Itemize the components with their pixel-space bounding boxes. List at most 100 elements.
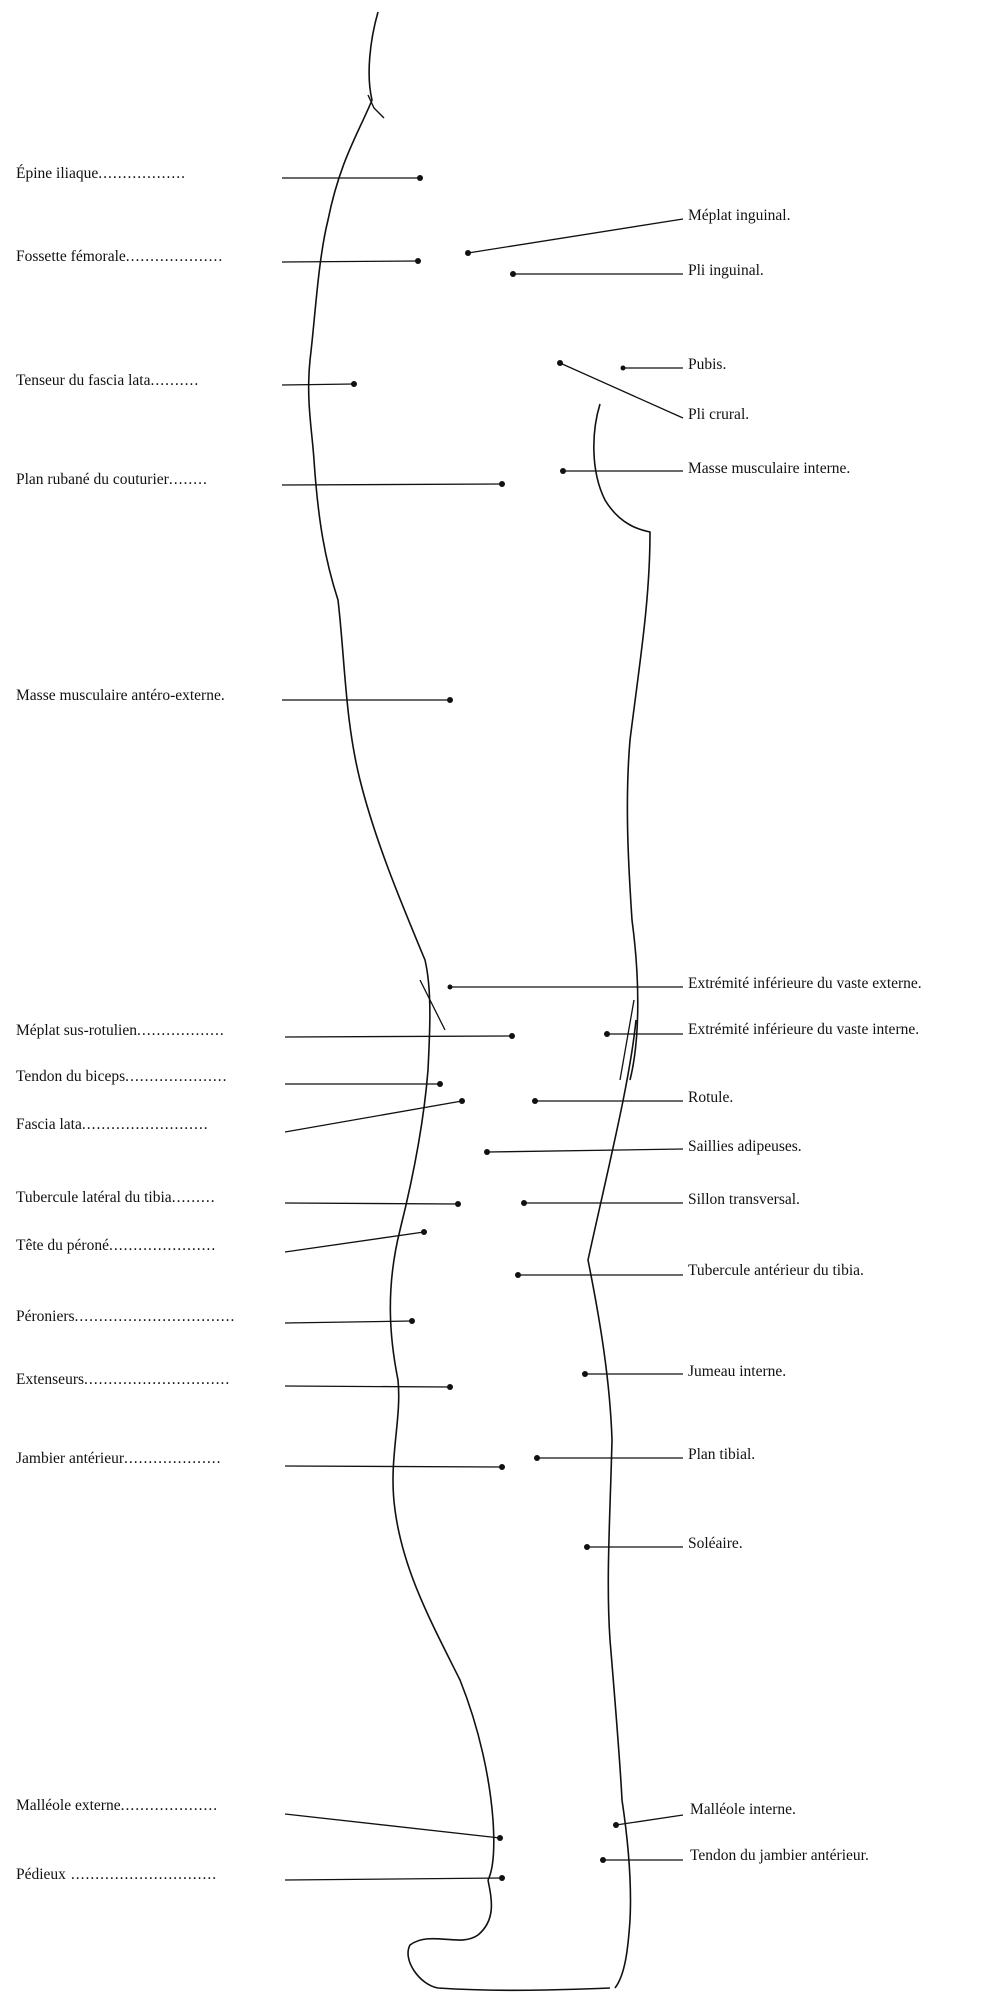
left-leaders (282, 178, 512, 1880)
marker-dot (351, 381, 357, 387)
label-text: Jumeau interne. (688, 1363, 786, 1380)
label-text: Pédieux (16, 1866, 66, 1883)
marker-dot (437, 1081, 443, 1087)
label-meplat-sus-rotulien: Méplat sus-rotulien.................. (16, 1022, 225, 1040)
label-text: Malléole externe (16, 1797, 121, 1814)
label-masse-antero-externe: Masse musculaire antéro-externe. (16, 687, 225, 705)
leg-outer-contour (309, 12, 494, 1880)
leg-outer-top-fold (368, 95, 384, 118)
label-epine-iliaque: Épine iliaque.................. (16, 165, 186, 183)
marker-dot (584, 1544, 590, 1550)
label-dots: .................... (124, 1450, 222, 1467)
marker-dot (515, 1272, 521, 1278)
label-text: Extenseurs (16, 1371, 84, 1388)
marker-dot (621, 366, 626, 371)
label-text: Épine iliaque (16, 165, 98, 182)
label-text: Tubercule antérieur du tibia. (688, 1262, 864, 1279)
label-text: Fascia lata (16, 1116, 82, 1133)
label-malleole-interne: Malléole interne. (690, 1801, 796, 1819)
marker-dot (499, 481, 505, 487)
label-plan-tibial: Plan tibial. (688, 1446, 755, 1464)
label-text: Tenseur du fascia lata (16, 372, 150, 389)
label-rotule: Rotule. (688, 1089, 733, 1107)
marker-dot (557, 360, 563, 366)
label-dots: ..................... (125, 1068, 227, 1085)
label-vaste-interne: Extrémité inférieure du vaste interne. (688, 1021, 919, 1039)
label-tenseur: Tenseur du fascia lata.......... (16, 372, 199, 390)
label-text: Pubis. (688, 356, 726, 373)
marker-dot (409, 1318, 415, 1324)
label-text: Plan rubané du couturier (16, 471, 169, 488)
label-text: Rotule. (688, 1089, 733, 1106)
label-text: Fossette fémorale (16, 248, 126, 265)
label-text: Tendon du biceps (16, 1068, 125, 1085)
label-pli-inguinal: Pli inguinal. (688, 262, 764, 280)
label-peroniers: Péroniers...............................… (16, 1308, 235, 1326)
label-dots: .............................. (84, 1371, 230, 1388)
label-pubis: Pubis. (688, 356, 726, 374)
label-text: Tubercule latéral du tibia (16, 1189, 172, 1206)
marker-dot (459, 1098, 465, 1104)
label-text: Malléole interne. (690, 1801, 796, 1818)
label-pedieux: Pédieux .............................. (16, 1866, 217, 1884)
label-pli-crural: Pli crural. (688, 406, 749, 424)
label-text: Pli inguinal. (688, 262, 764, 279)
marker-dot (448, 985, 453, 990)
marker-dot (447, 697, 453, 703)
label-dots: .......................... (82, 1116, 209, 1133)
label-dots: .................... (126, 248, 224, 265)
label-dots: .............................. (66, 1866, 217, 1883)
label-dots: .................. (98, 165, 186, 182)
label-meplat-inguinal: Méplat inguinal. (688, 207, 790, 225)
marker-dot (499, 1875, 505, 1881)
label-soleaire: Soléaire. (688, 1535, 743, 1553)
marker-dot (532, 1098, 538, 1104)
label-fossette-femorale: Fossette fémorale.................... (16, 248, 223, 266)
label-dots: .................... (121, 1797, 219, 1814)
label-dots: ........ (169, 471, 208, 488)
label-text: Péroniers (16, 1308, 75, 1325)
label-malleole-externe: Malléole externe.................... (16, 1797, 218, 1815)
label-text: Pli crural. (688, 406, 749, 423)
label-text: Soléaire. (688, 1535, 743, 1552)
label-tete-perone: Tête du péroné...................... (16, 1237, 216, 1255)
right-leader-dots (448, 250, 626, 1863)
marker-dot (534, 1455, 540, 1461)
label-masse-interne: Masse musculaire interne. (688, 460, 850, 478)
marker-dot (421, 1229, 427, 1235)
label-text: Plan tibial. (688, 1446, 755, 1463)
label-text: Masse musculaire antéro-externe. (16, 687, 225, 704)
label-text: Tendon du jambier antérieur. (690, 1847, 869, 1864)
marker-dot (497, 1835, 503, 1841)
label-tubercule-anterieur: Tubercule antérieur du tibia. (688, 1262, 864, 1280)
label-text: Sillon transversal. (688, 1191, 800, 1208)
label-text: Extrémité inférieure du vaste interne. (688, 1021, 919, 1038)
label-text: Extrémité inférieure du vaste externe. (688, 975, 922, 992)
marker-dot (484, 1149, 490, 1155)
label-dots: .................. (137, 1022, 225, 1039)
label-dots: ......... (172, 1189, 216, 1206)
label-extenseurs: Extenseurs.............................. (16, 1371, 230, 1389)
label-jambier-anterieur: Jambier antérieur.................... (16, 1450, 222, 1468)
marker-dot (521, 1200, 527, 1206)
marker-dot (415, 258, 421, 264)
label-plan-rubane: Plan rubané du couturier........ (16, 471, 208, 489)
label-vaste-externe: Extrémité inférieure du vaste externe. (688, 975, 922, 993)
label-text: Jambier antérieur (16, 1450, 124, 1467)
marker-dot (600, 1857, 606, 1863)
label-fascia-lata: Fascia lata.......................... (16, 1116, 209, 1134)
knee-outer-crease (420, 980, 445, 1030)
marker-dot (613, 1822, 619, 1828)
marker-dot (447, 1384, 453, 1390)
marker-dot (455, 1201, 461, 1207)
label-sillon-transversal: Sillon transversal. (688, 1191, 800, 1209)
marker-dot (465, 250, 471, 256)
label-dots: ................................. (75, 1308, 236, 1325)
label-text: Masse musculaire interne. (688, 460, 850, 477)
marker-dot (499, 1464, 505, 1470)
label-dots: ...................... (109, 1237, 216, 1254)
marker-dot (604, 1031, 610, 1037)
label-text: Méplat inguinal. (688, 207, 790, 224)
